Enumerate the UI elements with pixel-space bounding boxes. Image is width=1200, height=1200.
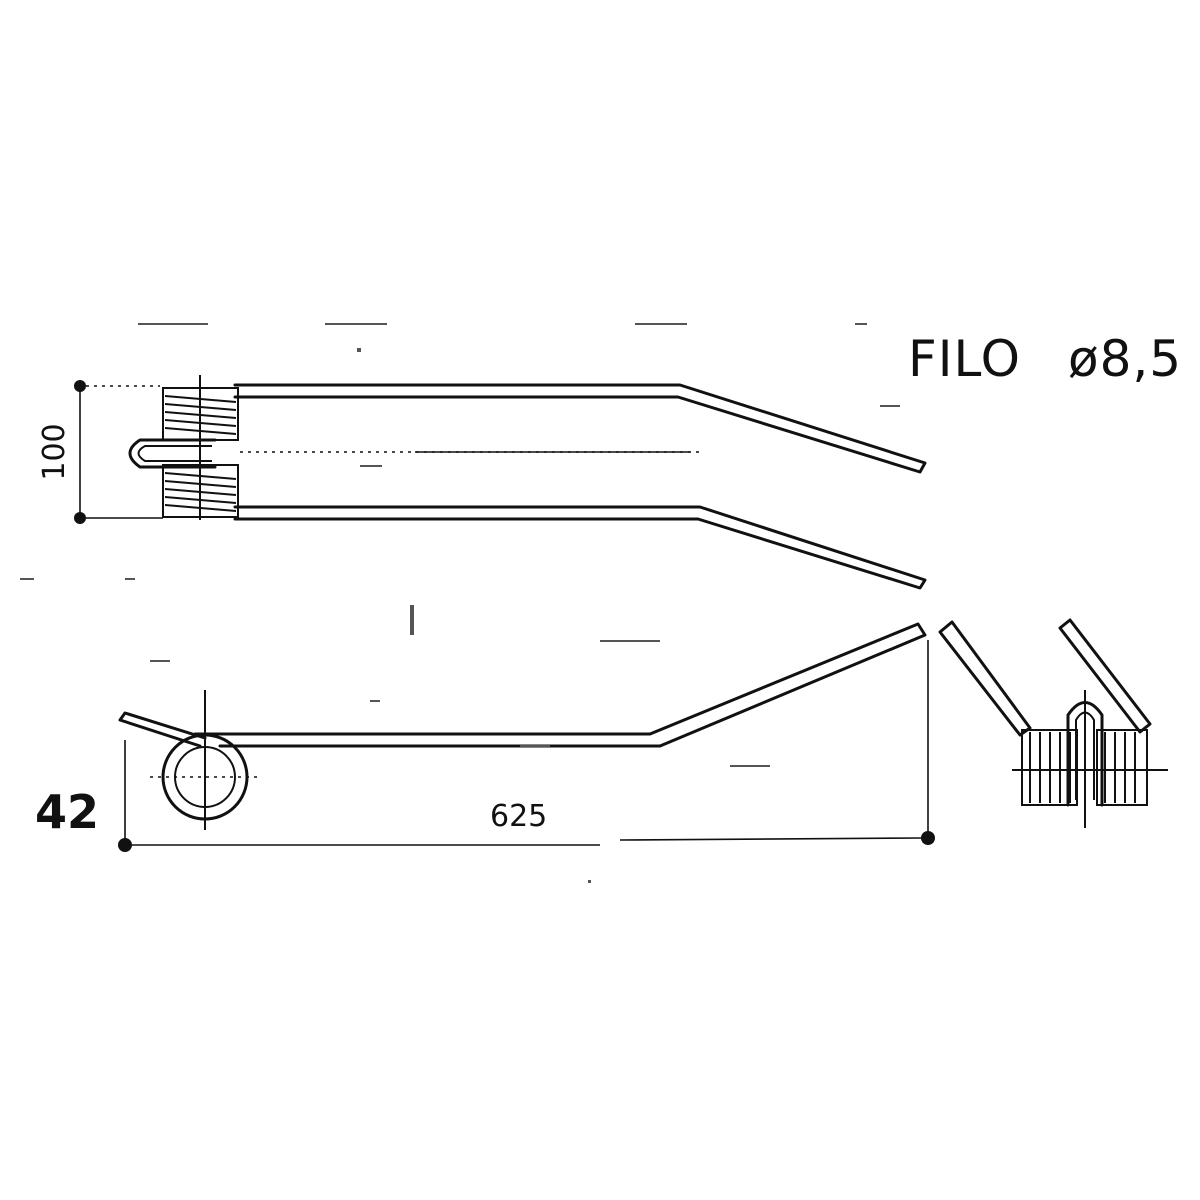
length-label: 625 bbox=[490, 799, 547, 834]
wire-diameter-label: ø8,5 bbox=[1068, 330, 1182, 388]
wire-label: FILO bbox=[908, 330, 1021, 388]
length-dimension: 625 42 bbox=[35, 640, 935, 852]
spacing-label: 100 bbox=[37, 423, 72, 480]
connecting-loop bbox=[128, 438, 217, 469]
side-view bbox=[118, 622, 927, 830]
front-right-arm bbox=[1058, 618, 1152, 734]
side-hook bbox=[118, 711, 207, 748]
top-view bbox=[128, 375, 927, 590]
scan-noise bbox=[20, 323, 900, 883]
height-label: 42 bbox=[35, 785, 99, 839]
front-view bbox=[938, 618, 1168, 828]
front-left-arm bbox=[938, 620, 1032, 737]
upper-tine bbox=[233, 383, 927, 474]
lower-tine bbox=[233, 505, 927, 590]
side-tine bbox=[193, 622, 927, 748]
front-right-coil bbox=[1096, 729, 1148, 806]
spacing-dimension: 100 bbox=[37, 380, 163, 524]
front-left-coil bbox=[1021, 729, 1078, 806]
